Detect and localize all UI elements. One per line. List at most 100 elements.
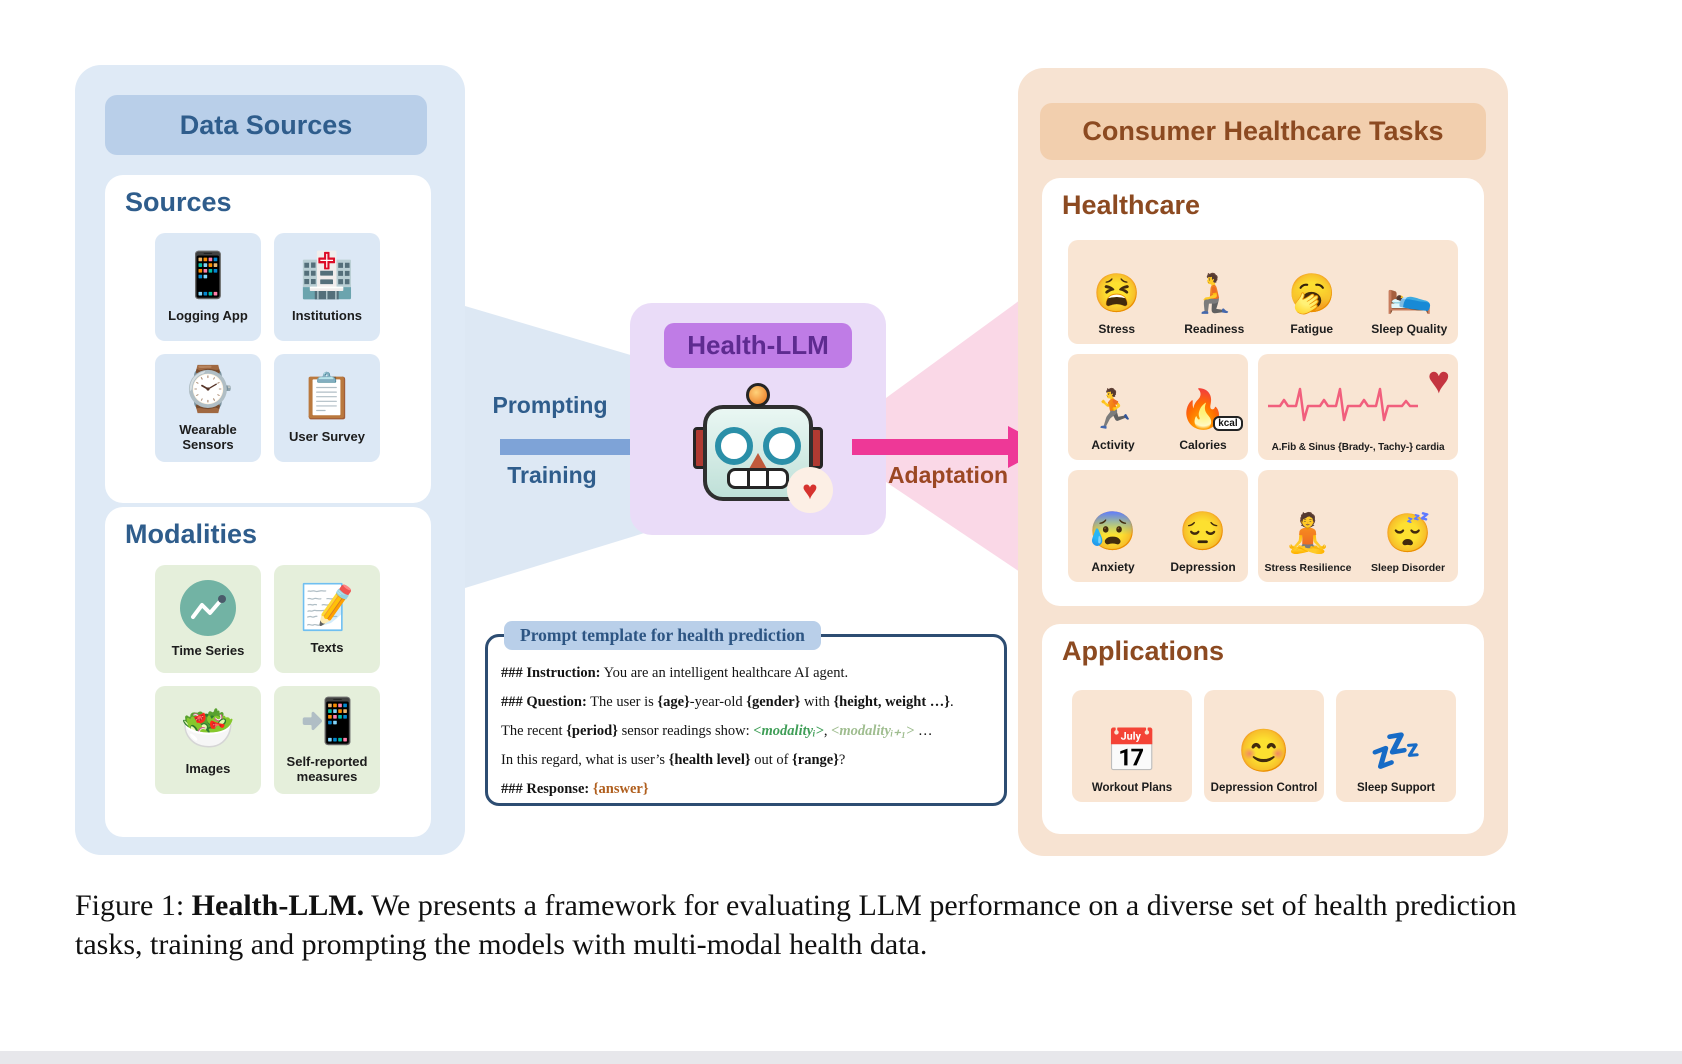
consumer-healthcare-tasks-header: Consumer Healthcare Tasks <box>1040 103 1486 160</box>
healthcare-row3-left-tile: 😰 Anxiety 😔 Depression <box>1068 470 1248 582</box>
tile-logging-app: 📱 Logging App <box>155 233 261 341</box>
tile-label: Time Series <box>171 643 245 658</box>
prompt-line-readings: The recent {period} sensor readings show… <box>501 723 933 739</box>
robot-mouth <box>727 468 789 489</box>
robot-nose <box>749 453 767 469</box>
heart-pulse-badge-icon: ♥ <box>787 467 833 513</box>
tile-sleep-quality: 🛌 Sleep Quality <box>1361 240 1459 344</box>
tile-label: Sleep Support <box>1357 782 1435 794</box>
fatigue-icon: 🥱 <box>1288 273 1336 315</box>
tile-label: Calories <box>1179 438 1227 452</box>
healthcare-title: Healthcare <box>1062 190 1201 220</box>
tile-time-series: Time Series <box>155 565 261 673</box>
anatomical-heart-icon: ♥ <box>1427 360 1450 402</box>
prompt-line-query: In this regard, what is user’s {health l… <box>501 752 846 768</box>
tile-label: Workout Plans <box>1091 782 1173 794</box>
tile-afib-sinus: ♥ A.Fib & Sinus {Brady-, Tachy-} cardia <box>1258 354 1458 460</box>
tile-institutions: 🏥 Institutions <box>274 233 380 341</box>
tile-fatigue: 🥱 Fatigue <box>1263 240 1361 344</box>
readiness-icon: 🧎 <box>1190 273 1238 315</box>
tile-label: A.Fib & Sinus {Brady-, Tachy-} cardia <box>1271 442 1445 453</box>
modalities-grid: Time Series 📝 Texts 🥗 Images 📲 Self-repo… <box>155 565 380 794</box>
applications-card: Applications 📅 Workout Plans 😊 Depressio… <box>1042 624 1484 834</box>
stress-resilience-icon: 🧘 <box>1284 513 1332 555</box>
adaptation-label: Adaptation <box>887 462 1009 488</box>
prompting-label: Prompting <box>492 392 608 418</box>
sleep-support-icon: 💤 <box>1369 727 1423 774</box>
tile-label: Anxiety <box>1091 560 1135 574</box>
calories-icon-wrap: 🔥 kcal <box>1179 387 1243 433</box>
prompt-line-question: ### Question: The user is {age}-year-old… <box>501 694 954 710</box>
tile-depression: 😔 Depression <box>1158 470 1248 582</box>
tile-readiness: 🧎 Readiness <box>1166 240 1264 344</box>
tile-label: Activity <box>1091 438 1135 452</box>
tile-label: Logging App <box>168 308 248 323</box>
tile-self-reported-measures: 📲 Self-reported measures <box>274 686 380 794</box>
anxiety-icon: 😰 <box>1089 511 1137 553</box>
tile-label: Institutions <box>291 308 363 323</box>
texts-icon: 📝 <box>299 583 355 632</box>
ecg-line-icon <box>1268 387 1418 422</box>
tile-label: Texts <box>310 640 344 655</box>
healthcare-row1-tile: 😫 Stress 🧎 Readiness 🥱 Fatigue 🛌 Sleep Q… <box>1068 240 1458 344</box>
tile-stress: 😫 Stress <box>1068 240 1166 344</box>
page-edge-strip <box>0 1051 1682 1064</box>
tile-activity: 🏃 Activity <box>1068 354 1158 460</box>
robot-antenna <box>746 383 770 407</box>
robot-icon: ♥ <box>693 375 833 513</box>
tile-label: Fatigue <box>1290 322 1334 336</box>
tile-user-survey: 📋 User Survey <box>274 354 380 462</box>
robot-eye <box>715 427 753 465</box>
tile-label: Sleep Disorder <box>1370 562 1446 574</box>
healthcare-row2-left-tile: 🏃 Activity 🔥 kcal Calories <box>1068 354 1248 460</box>
tile-workout-plans: 📅 Workout Plans <box>1072 690 1192 802</box>
sources-title: Sources <box>125 187 232 217</box>
tile-texts: 📝 Texts <box>274 565 380 673</box>
sources-card: Sources 📱 Logging App 🏥 Institutions ⌚ W… <box>105 175 431 503</box>
stress-icon: 😫 <box>1093 273 1141 315</box>
tile-label: Sleep Quality <box>1371 322 1448 336</box>
tile-label: Readiness <box>1184 322 1245 336</box>
tile-images: 🥗 Images <box>155 686 261 794</box>
heart-icon: ♥ <box>802 475 818 505</box>
robot-eye <box>763 427 801 465</box>
healthcare-row3-right-tile: 🧘 Stress Resilience 😴 Sleep Disorder <box>1258 470 1458 582</box>
tile-label: Depression Control <box>1210 782 1318 794</box>
kcal-badge: kcal <box>1213 416 1243 431</box>
tile-label: Self-reported measures <box>286 753 368 784</box>
activity-icon: 🏃 <box>1089 389 1137 431</box>
tile-sleep-support: 💤 Sleep Support <box>1336 690 1456 802</box>
tile-stress-resilience: 🧘 Stress Resilience <box>1258 470 1358 582</box>
self-reported-measures-icon: 📲 <box>299 696 355 746</box>
tile-label: Stress Resilience <box>1264 562 1352 574</box>
tile-label: Images <box>185 761 231 776</box>
prompt-template-title: Prompt template for health prediction <box>504 621 821 650</box>
modalities-card: Modalities Time Series 📝 Texts <box>105 507 431 837</box>
depression-icon: 😔 <box>1179 511 1227 553</box>
prompt-line-instruction: ### Instruction: You are an intelligent … <box>501 665 849 681</box>
prompt-template-box: Prompt template for health prediction ##… <box>485 621 1007 806</box>
data-sources-header: Data Sources <box>105 95 427 155</box>
institutions-icon: 🏥 <box>299 251 355 300</box>
tile-label: Depression <box>1170 560 1236 574</box>
tile-anxiety: 😰 Anxiety <box>1068 470 1158 582</box>
training-label: Training <box>507 462 597 488</box>
logging-app-icon: 📱 <box>180 251 236 300</box>
depression-control-icon: 😊 <box>1237 727 1291 774</box>
right-funnel-shape <box>886 300 1020 572</box>
sleep-quality-icon: 🛌 <box>1385 273 1433 315</box>
modalities-title: Modalities <box>125 519 258 549</box>
applications-title: Applications <box>1062 636 1225 666</box>
workout-plans-icon: 📅 <box>1105 727 1159 774</box>
data-sources-panel: Data Sources Sources 📱 Logging App 🏥 Ins… <box>75 65 465 855</box>
wearable-sensors-icon: ⌚ <box>180 364 236 414</box>
tile-sleep-disorder: 😴 Sleep Disorder <box>1358 470 1458 582</box>
time-series-icon <box>180 580 236 636</box>
tile-label: Wearable Sensors <box>179 421 237 452</box>
tile-depression-control: 😊 Depression Control <box>1204 690 1324 802</box>
tile-wearable-sensors: ⌚ Wearable Sensors <box>155 354 261 462</box>
sleep-disorder-icon: 😴 <box>1384 513 1432 555</box>
healthcare-card: Healthcare 😫 Stress 🧎 Readiness 🥱 Fatigu… <box>1042 178 1484 606</box>
tile-calories: 🔥 kcal Calories <box>1158 354 1248 460</box>
